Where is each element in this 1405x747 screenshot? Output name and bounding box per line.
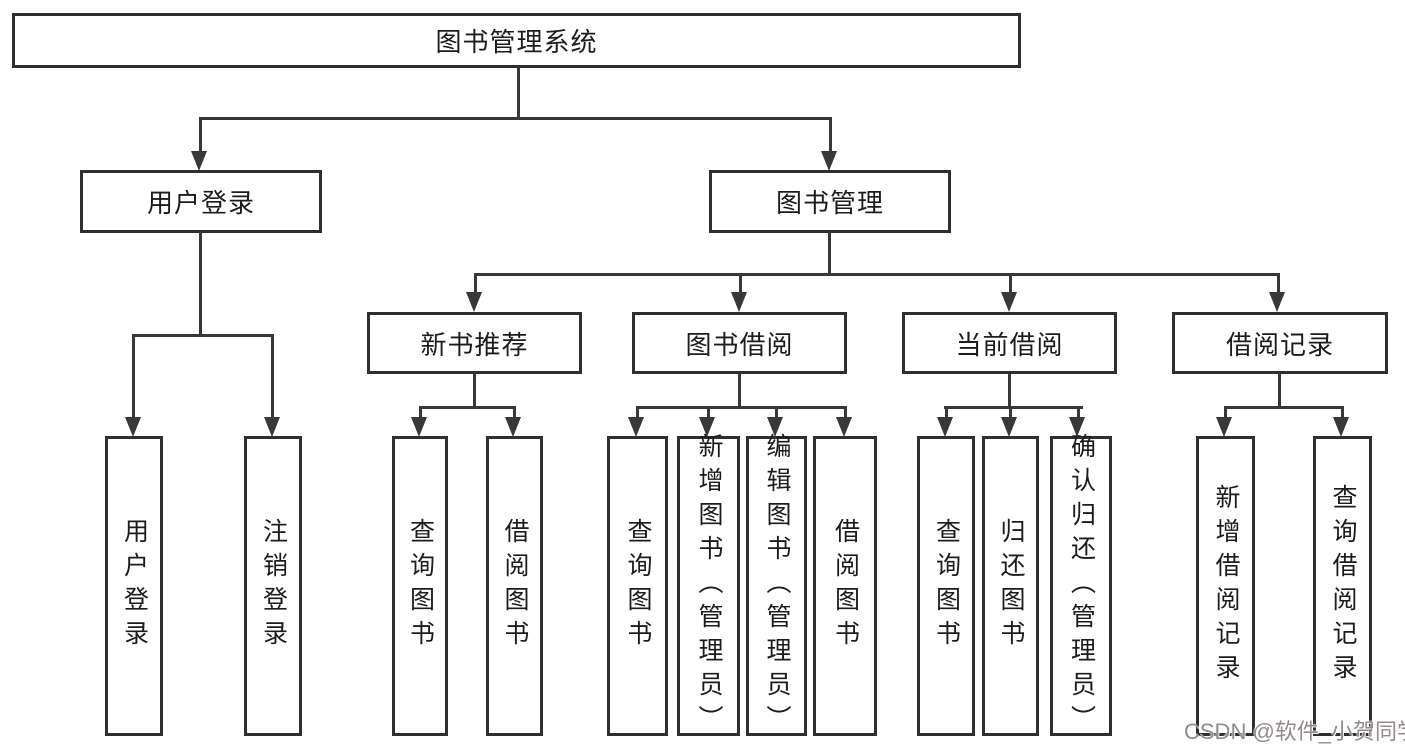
connector-line	[1008, 374, 1011, 408]
leaf-label: 查询图书	[406, 518, 435, 654]
arrowhead	[767, 417, 783, 437]
connector-line	[1277, 273, 1280, 295]
arrowhead	[731, 292, 747, 312]
leaf-query-books-b: 查询图书	[607, 436, 668, 736]
arrowhead	[191, 151, 207, 171]
arrowhead	[628, 417, 644, 437]
connector-line	[473, 374, 476, 408]
watermark: CSDN @软件_小贺同学	[1184, 719, 1405, 744]
connector-line	[1278, 374, 1281, 408]
connector-line	[474, 273, 477, 295]
arrowhead	[466, 292, 482, 312]
arrowhead	[1001, 417, 1017, 437]
arrowhead	[1216, 417, 1232, 437]
leaf-label: 借阅图书	[831, 518, 860, 654]
leaf-confirm-return-admin: 确认归还（管理员）	[1050, 433, 1112, 739]
connector-line	[271, 334, 274, 418]
connector-line	[636, 406, 639, 419]
arrowhead	[411, 417, 427, 437]
arrowhead	[1333, 417, 1349, 437]
leaf-add-borrow-record: 新增借阅记录	[1196, 436, 1255, 736]
connector-line	[132, 334, 274, 337]
leaf-query-borrow-record: 查询借阅记录	[1313, 436, 1372, 736]
node-current-borrowing: 当前借阅	[902, 312, 1117, 374]
connector-line	[199, 117, 832, 120]
node-book-management: 图书管理	[709, 170, 951, 233]
arrowhead	[505, 417, 521, 437]
leaf-borrow-books-b: 借阅图书	[813, 436, 877, 736]
leaf-label: 确认归还（管理员）	[1067, 433, 1096, 739]
leaf-add-books-admin: 新增图书（管理员）	[677, 433, 740, 739]
leaf-label: 归还图书	[997, 518, 1025, 654]
leaf-label: 编辑图书（管理员）	[763, 433, 791, 739]
connector-line	[707, 406, 710, 419]
node-borrowing-records: 借阅记录	[1172, 312, 1388, 374]
leaf-label: 新增借阅记录	[1212, 484, 1240, 688]
arrowhead	[836, 417, 852, 437]
connector-line	[775, 406, 778, 419]
connector-line	[1224, 406, 1227, 419]
leaf-label: 用户登录	[120, 518, 149, 654]
connector-line	[738, 374, 741, 408]
leaf-label: 借阅图书	[501, 518, 529, 654]
node-root: 图书管理系统	[12, 13, 1021, 68]
connector-line	[419, 406, 422, 419]
connector-line	[1009, 273, 1012, 295]
arrowhead	[125, 417, 141, 437]
arrowhead	[937, 417, 953, 437]
leaf-borrow-books-a: 借阅图书	[486, 436, 543, 736]
arrowhead	[1269, 292, 1285, 312]
connector-line	[828, 232, 831, 274]
connector-line	[517, 68, 520, 120]
arrowhead	[821, 151, 837, 171]
node-user-login: 用户登录	[80, 170, 322, 233]
connector-line	[844, 406, 847, 419]
leaf-label: 查询图书	[624, 518, 652, 654]
leaf-edit-books-admin: 编辑图书（管理员）	[746, 433, 807, 739]
connector-line	[829, 117, 832, 153]
leaf-query-books-a: 查询图书	[392, 436, 448, 736]
connector-line	[1224, 406, 1344, 409]
connector-line	[739, 273, 742, 295]
node-book-borrowing: 图书借阅	[632, 312, 847, 374]
leaf-logout: 注销登录	[244, 436, 302, 736]
leaf-label: 查询图书	[932, 518, 961, 654]
leaf-query-books-c: 查询图书	[917, 436, 975, 736]
connector-line	[944, 406, 1083, 409]
connector-line	[636, 406, 847, 409]
leaf-label: 新增图书（管理员）	[695, 433, 723, 739]
connector-line	[199, 232, 202, 336]
connector-line	[1009, 406, 1012, 419]
arrowhead	[1069, 417, 1085, 437]
leaf-user-login: 用户登录	[105, 436, 163, 736]
connector-line	[513, 406, 516, 419]
connector-line	[945, 406, 948, 419]
leaf-return-books: 归还图书	[982, 436, 1039, 736]
leaf-label: 查询借阅记录	[1329, 484, 1357, 688]
leaf-label: 注销登录	[259, 518, 288, 654]
connector-line	[199, 117, 202, 153]
arrowhead	[699, 417, 715, 437]
connector-line	[1341, 406, 1344, 419]
connector-line	[474, 273, 1280, 276]
connector-line	[1077, 406, 1080, 419]
connector-line	[132, 334, 135, 418]
arrowhead	[264, 417, 280, 437]
arrowhead	[1001, 292, 1017, 312]
connector-line	[419, 406, 516, 409]
node-new-book-recommendation: 新书推荐	[367, 312, 582, 374]
